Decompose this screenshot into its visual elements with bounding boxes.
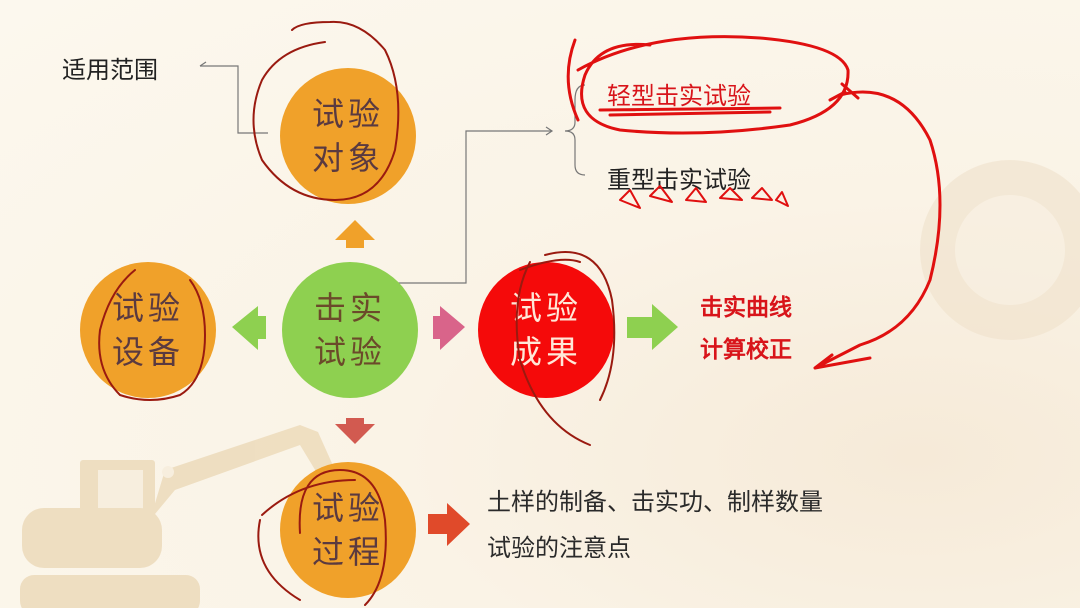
node-test-process[interactable]: 试验 过程 (280, 462, 416, 598)
node-label: 试验 (509, 289, 582, 327)
calculation-correction-label: 计算校正 (700, 337, 792, 363)
arrow-right-icon (433, 306, 465, 350)
node-label: 试验 (111, 289, 184, 327)
process-item-2: 试验的注意点 (487, 534, 631, 562)
node-label: 击实 (313, 289, 386, 327)
scope-label: 适用范围 (62, 56, 158, 84)
arrow-left-icon (232, 306, 266, 350)
node-label: 试验 (313, 333, 386, 371)
arrow-result-icon (627, 304, 678, 350)
node-test-object[interactable]: 试验 对象 (280, 68, 416, 204)
node-label: 对象 (311, 139, 384, 177)
arrow-up-icon (335, 220, 375, 248)
node-label: 试验 (311, 489, 384, 527)
node-compaction-test[interactable]: 击实 试验 (282, 262, 418, 398)
node-label: 设备 (111, 333, 184, 371)
arrow-process-icon (428, 503, 470, 546)
arrow-down-icon (335, 418, 375, 444)
node-label: 试验 (311, 95, 384, 133)
compaction-curve-label: 击实曲线 (700, 295, 792, 321)
light-compaction-label: 轻型击实试验 (607, 82, 751, 110)
heavy-compaction-label: 重型击实试验 (607, 166, 751, 194)
node-label: 过程 (311, 533, 384, 571)
process-item-1: 土样的制备、击实功、制样数量 (487, 488, 823, 516)
